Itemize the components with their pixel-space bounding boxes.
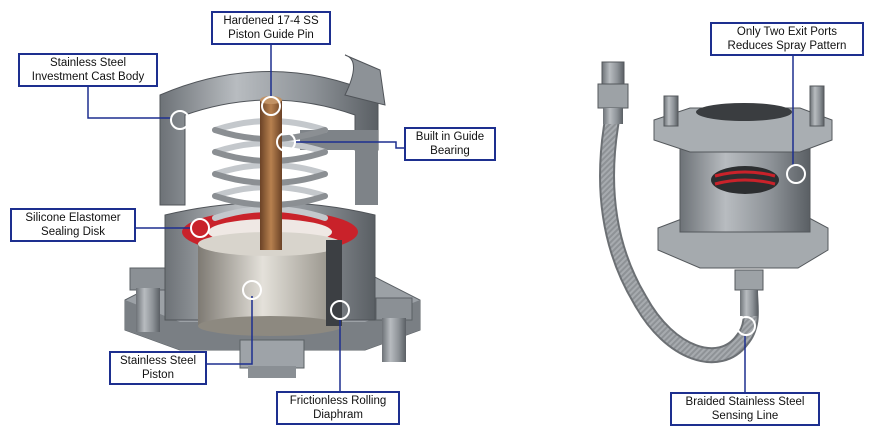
guide-pin (260, 100, 282, 250)
marker-exit-ports (786, 164, 806, 184)
callout-rolling-diaphragm-line2: Diaphram (313, 409, 363, 421)
stud-right (809, 85, 825, 127)
callout-sensing-line-line1: Braided Stainless Steel (685, 396, 805, 408)
callout-exit-ports-line1: Only Two Exit Ports (736, 26, 838, 38)
callout-piston-line1: Stainless Steel (119, 355, 197, 367)
callout-sealing-disk-line2: Sealing Disk (41, 226, 105, 238)
assembled-valve (597, 61, 833, 364)
bolt-right (375, 297, 413, 362)
stud-left (663, 95, 679, 127)
callout-guide-pin-line1: Hardened 17-4 SS (223, 15, 319, 27)
marker-guide-pin (261, 96, 281, 116)
callout-cast-body-line1: Stainless Steel (49, 57, 127, 69)
callout-sealing-disk: Silicone Elastomer Sealing Disk (10, 208, 136, 242)
marker-guide-bearing (276, 132, 296, 152)
bolt-left (129, 267, 167, 332)
callout-guide-bearing-line1: Built in Guide (415, 131, 485, 143)
hose-top-fitting (601, 61, 625, 85)
callout-piston-line2: Piston (142, 369, 174, 381)
callout-sealing-disk-line1: Silicone Elastomer (25, 212, 121, 224)
marker-piston (242, 280, 262, 300)
callout-piston: Stainless Steel Piston (109, 351, 207, 385)
rolling-diaphragm (326, 240, 342, 326)
callout-guide-bearing-line2: Bearing (430, 145, 470, 157)
marker-sealing-disk (190, 218, 210, 238)
cutaway-valve (124, 54, 421, 378)
marker-circles (170, 96, 806, 336)
callout-exit-ports-line2: Reduces Spray Pattern (727, 40, 847, 52)
callout-exit-ports: Only Two Exit Ports Reduces Spray Patter… (710, 22, 864, 56)
callout-cast-body-line2: Investment Cast Body (31, 71, 145, 83)
callout-guide-pin-line2: Piston Guide Pin (228, 29, 314, 41)
hose-bottom-fitting (734, 269, 764, 291)
callout-cast-body: Stainless Steel Investment Cast Body (18, 53, 158, 87)
callout-guide-pin: Hardened 17-4 SS Piston Guide Pin (211, 11, 331, 45)
callout-guide-bearing: Built in Guide Bearing (404, 127, 496, 161)
marker-sensing-line (736, 316, 756, 336)
marker-diaphragm (330, 300, 350, 320)
callout-sensing-line: Braided Stainless Steel Sensing Line (670, 392, 820, 426)
marker-cast-body (170, 110, 190, 130)
callout-sensing-line-line2: Sensing Line (711, 410, 779, 422)
callout-rolling-diaphragm-line1: Frictionless Rolling (289, 395, 387, 407)
callout-rolling-diaphragm: Frictionless Rolling Diaphram (276, 391, 400, 425)
stainless-piston (198, 244, 342, 326)
